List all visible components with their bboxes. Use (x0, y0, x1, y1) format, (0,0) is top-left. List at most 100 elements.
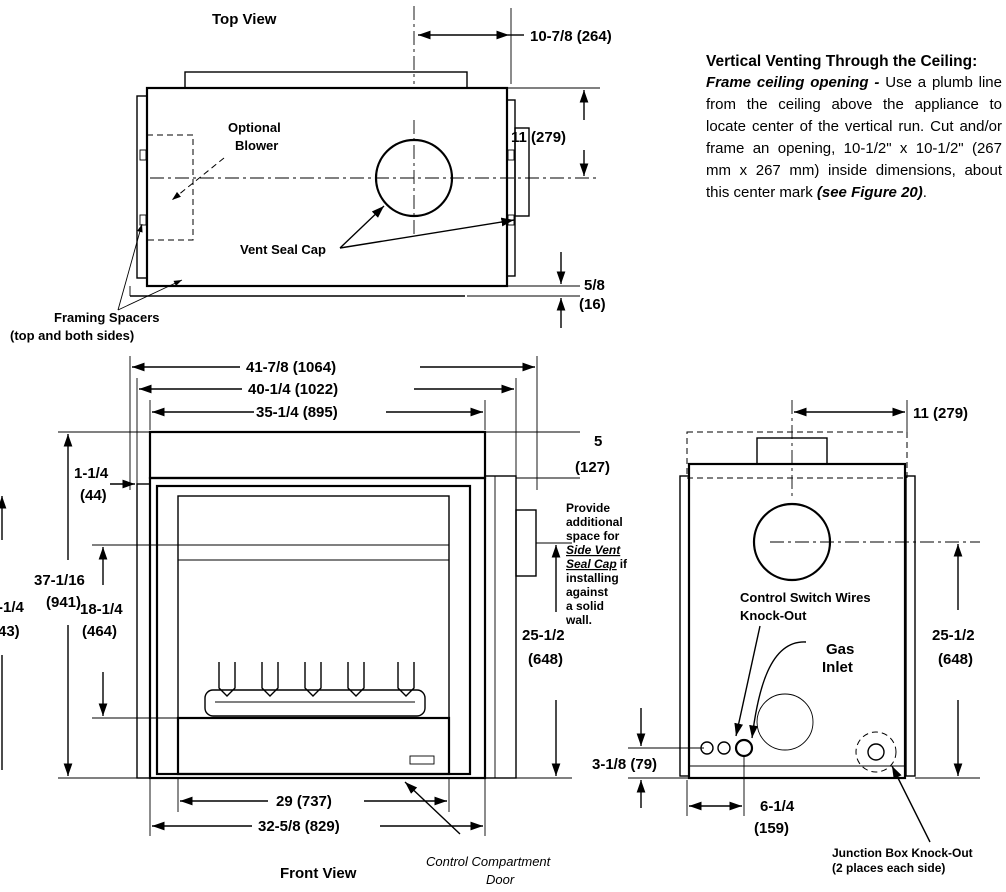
logo-badge (409, 755, 435, 765)
dim-41-label: 41-7/8 (1064) (246, 359, 336, 376)
junction-box-label-1: Junction Box Knock-Out (832, 846, 973, 860)
top-view-title: Top View (212, 11, 277, 28)
side-view: Control Switch Wires Knock-Out Gas Inlet… (592, 400, 980, 875)
gas-inlet-leader (749, 641, 807, 739)
note-title: Vertical Venting Through the Ceiling: (706, 53, 978, 70)
grate-finger (218, 662, 236, 697)
framing-spacers-leader-2 (117, 279, 183, 311)
junction-box-leader (891, 765, 931, 843)
knockout-circle (717, 741, 731, 755)
dim-40-label: 40-1/4 (1022) (248, 381, 338, 398)
firebox-frame (155, 484, 472, 776)
top-view: Top View Optional Blower Vent Seal Cap (10, 6, 612, 343)
dim-side-25-label: 25-1/2 (932, 627, 975, 644)
control-compartment-door (176, 716, 451, 776)
side-view-top-outline (686, 431, 908, 479)
optional-blower-label-2: Blower (235, 138, 278, 153)
front-view-side-left (136, 483, 151, 779)
dim-side-11-label: 11 (279) (913, 405, 968, 422)
junction-box-label-2: (2 places each side) (832, 861, 945, 875)
dim-5-8-label-mm: (16) (579, 296, 606, 313)
vent-seal-cap-leader-2 (339, 217, 515, 249)
front-view: 41-7/8 (1064) 40-1/4 (1022) 35-1/4 (895) (0, 356, 628, 887)
side-view-body (687, 462, 907, 780)
side-vent-note: space for (566, 529, 620, 543)
vent-seal-cap-label: Vent Seal Cap (240, 242, 326, 257)
framing-spacers-label-1: Framing Spacers (54, 310, 160, 325)
control-switch-leader (734, 625, 761, 737)
dim-5-8-label: 5/8 (584, 277, 605, 294)
log-grate (204, 689, 426, 717)
note-figure-ref: (see Figure 20) (816, 184, 923, 201)
dim-37-label: 37-1/16 (34, 572, 85, 589)
dim-5-label: 5 (594, 433, 602, 450)
grate-finger (397, 662, 415, 697)
side-vent-note: wall. (565, 613, 592, 627)
grate-finger (261, 662, 279, 697)
front-view-hood (148, 430, 487, 480)
dim-32-label: 32-5/8 (829) (258, 818, 340, 835)
note-lead: Frame ceiling opening - (706, 74, 880, 91)
side-vent-note: additional (566, 515, 623, 529)
spacer-tab (139, 214, 147, 226)
dim-3-1-8-label: 3-1/8 (79) (592, 756, 657, 773)
dim-1-1-4-label-mm: (44) (80, 487, 107, 504)
side-view-flange-right (905, 475, 916, 777)
framing-spacer-left (136, 95, 148, 279)
side-vent-note: installing (566, 571, 619, 585)
dim-11-label: 11 (279) (511, 129, 566, 146)
top-view-body (145, 86, 509, 288)
side-vent-note: a solid (566, 599, 604, 613)
dim-6-1-4-label: 6-1/4 (760, 798, 795, 815)
gas-inlet-label-1: Gas (826, 641, 854, 658)
dim-cut-label-mm: 43) (0, 623, 20, 640)
note-body: Frame ceiling opening - Use a plumb line… (706, 72, 1002, 204)
dim-10-7-8-label: 10-7/8 (264) (530, 28, 612, 45)
grate-finger (347, 662, 365, 697)
front-view-side-right (484, 475, 517, 779)
dim-35-label: 35-1/4 (895) (256, 404, 338, 421)
framing-spacers-leader-1 (117, 223, 143, 311)
side-view-flange-left (679, 475, 690, 777)
side-vent-note-ref: Side Vent (566, 543, 621, 557)
dim-25-label-mm: (648) (528, 651, 563, 668)
side-vent-note: if (620, 557, 628, 571)
grate-finger (304, 662, 322, 697)
spacer-tab (507, 149, 515, 161)
side-view-vent-circle (752, 502, 832, 582)
front-view-title: Front View (280, 865, 357, 882)
spacer-tab (139, 149, 147, 161)
front-view-body (148, 476, 487, 780)
dim-25-label: 25-1/2 (522, 627, 565, 644)
side-vent-note: against (566, 585, 608, 599)
junction-box-outline (855, 731, 897, 773)
dim-6-1-4-label-mm: (159) (754, 820, 789, 837)
control-switch-label-1: Control Switch Wires (740, 590, 871, 605)
dim-1-1-4-label: 1-1/4 (74, 465, 109, 482)
dim-side-25-label-mm: (648) (938, 651, 973, 668)
note-text: Use a plumb line from the ceiling above … (706, 74, 1002, 201)
dim-37-label-mm: (941) (46, 594, 81, 611)
control-door-leader (404, 781, 461, 835)
vertical-venting-note: Vertical Venting Through the Ceiling: Fr… (706, 52, 1002, 204)
vent-seal-cap-leader-1 (339, 205, 385, 249)
control-compartment-label-2: Door (486, 872, 515, 887)
control-switch-knockout (734, 738, 754, 758)
side-vent-note-ref: Seal Cap (566, 557, 617, 571)
junction-box-knockout (867, 743, 885, 761)
top-view-back-flange (184, 71, 468, 89)
framing-spacer-right (506, 99, 516, 277)
optional-blower-label-1: Optional (228, 120, 281, 135)
gas-inlet-label-2: Inlet (822, 659, 853, 676)
side-vent-stub (514, 127, 530, 217)
optional-blower-outline (146, 134, 194, 241)
control-switch-label-2: Knock-Out (740, 608, 807, 623)
dim-18-label-mm: (464) (82, 623, 117, 640)
dim-18-label: 18-1/4 (80, 601, 123, 618)
front-view-side-vent (515, 509, 537, 577)
note-end: . (922, 184, 927, 201)
dim-cut-label: -1/4 (0, 599, 25, 616)
framing-spacers-label-2: (top and both sides) (10, 328, 134, 343)
